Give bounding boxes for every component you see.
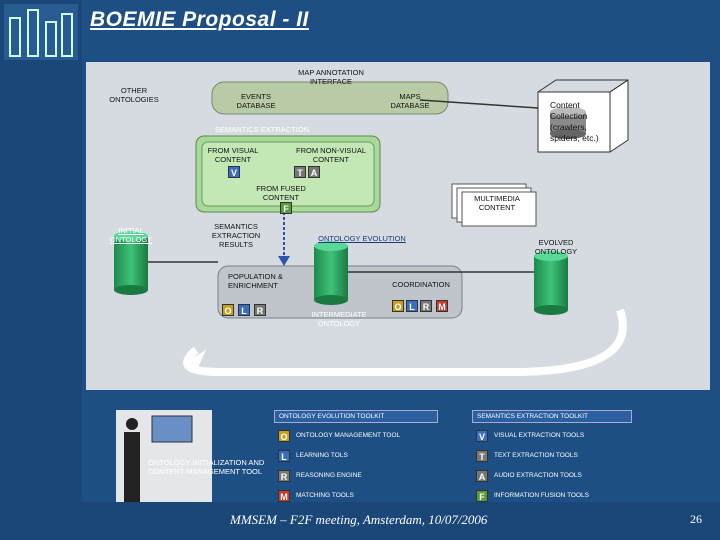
page-number: 26: [690, 512, 702, 526]
init-tool-label: ONTOLOGY INITIALIZATION AND CONTENT MANA…: [148, 458, 265, 476]
ext-row-1: TEXT EXTRACTION TOOLS: [494, 452, 578, 459]
evo-row-0: ONTOLOGY MANAGEMENT TOOL: [296, 432, 401, 439]
semantics-results-label: SEMANTICS EXTRACTION RESULTS: [211, 222, 261, 249]
tag-r-2: R: [420, 300, 432, 312]
evolved-ontology-label: EVOLVED ONTOLOGY: [534, 238, 578, 256]
other-ontologies-label: OTHER ONTOLOGIES: [109, 86, 159, 104]
evo-tag-1: L: [278, 450, 290, 462]
tag-l: L: [238, 304, 250, 316]
ext-tag-0: V: [476, 430, 488, 442]
population-label: POPULATION & ENRICHMENT: [228, 272, 283, 290]
evo-row-1: LEARNING TOLS: [296, 452, 348, 459]
initial-ontology-label: INITIAL ONTOLOGY: [109, 226, 153, 244]
evo-row-2: REASONING ENGINE: [296, 472, 362, 479]
extraction-toolkit-title: SEMANTICS EXTRACTION TOOLKIT: [472, 410, 632, 423]
left-band: [0, 0, 82, 540]
semantics-extraction-label: SEMANTICS EXTRACTION: [214, 125, 310, 134]
maps-db-label: MAPS DATABASE: [390, 92, 430, 110]
tag-t: T: [294, 166, 306, 178]
ext-row-3: INFORMATION FUSION TOOLS: [494, 492, 589, 499]
intermediate-ontology-label: INTERMEDIATE ONTOLOGY: [311, 310, 367, 328]
tag-v: V: [228, 166, 240, 178]
from-visual-label: FROM VISUAL CONTENT: [207, 146, 259, 164]
content-collection-label: Content Collection (crawlers, spiders, e…: [550, 100, 599, 143]
page-title: BOEMIE Proposal - II: [90, 8, 309, 31]
evo-row-3: MATCHING TOOLS: [296, 492, 354, 499]
evo-tag-3: M: [278, 490, 290, 502]
tag-o-2: O: [392, 300, 404, 312]
events-db-label: EVENTS DATABASE: [236, 92, 276, 110]
ontology-evolution-label: ONTOLOGY EVOLUTION: [318, 234, 406, 243]
footer-bar: [0, 502, 720, 540]
ext-row-2: AUDIO EXTRACTION TOOLS: [494, 472, 582, 479]
tag-l-2: L: [406, 300, 418, 312]
ext-row-0: VISUAL EXTRACTION TOOLS: [494, 432, 585, 439]
ext-tag-2: A: [476, 470, 488, 482]
tag-f: F: [280, 202, 292, 214]
from-nonvisual-label: FROM NON-VISUAL CONTENT: [296, 146, 367, 164]
tag-r: R: [254, 304, 266, 316]
evo-tag-0: O: [278, 430, 290, 442]
coordination-label: COORDINATION: [392, 280, 450, 289]
ext-tag-1: T: [476, 450, 488, 462]
tag-a: A: [308, 166, 320, 178]
multimedia-content-label: MULTIMEDIA CONTENT: [474, 194, 520, 212]
footer-text: MMSEM – F2F meeting, Amsterdam, 10/07/20…: [230, 512, 488, 527]
tag-o: O: [222, 304, 234, 316]
ext-tag-3: F: [476, 490, 488, 502]
logo-icon: [4, 4, 78, 60]
evolution-toolkit-title: ONTOLOGY EVOLUTION TOOLKIT: [274, 410, 438, 423]
evo-tag-2: R: [278, 470, 290, 482]
from-fused-label: FROM FUSED CONTENT: [256, 184, 306, 202]
map-annotation-label: MAP ANNOTATION INTERFACE: [298, 68, 364, 86]
tag-m: M: [436, 300, 448, 312]
